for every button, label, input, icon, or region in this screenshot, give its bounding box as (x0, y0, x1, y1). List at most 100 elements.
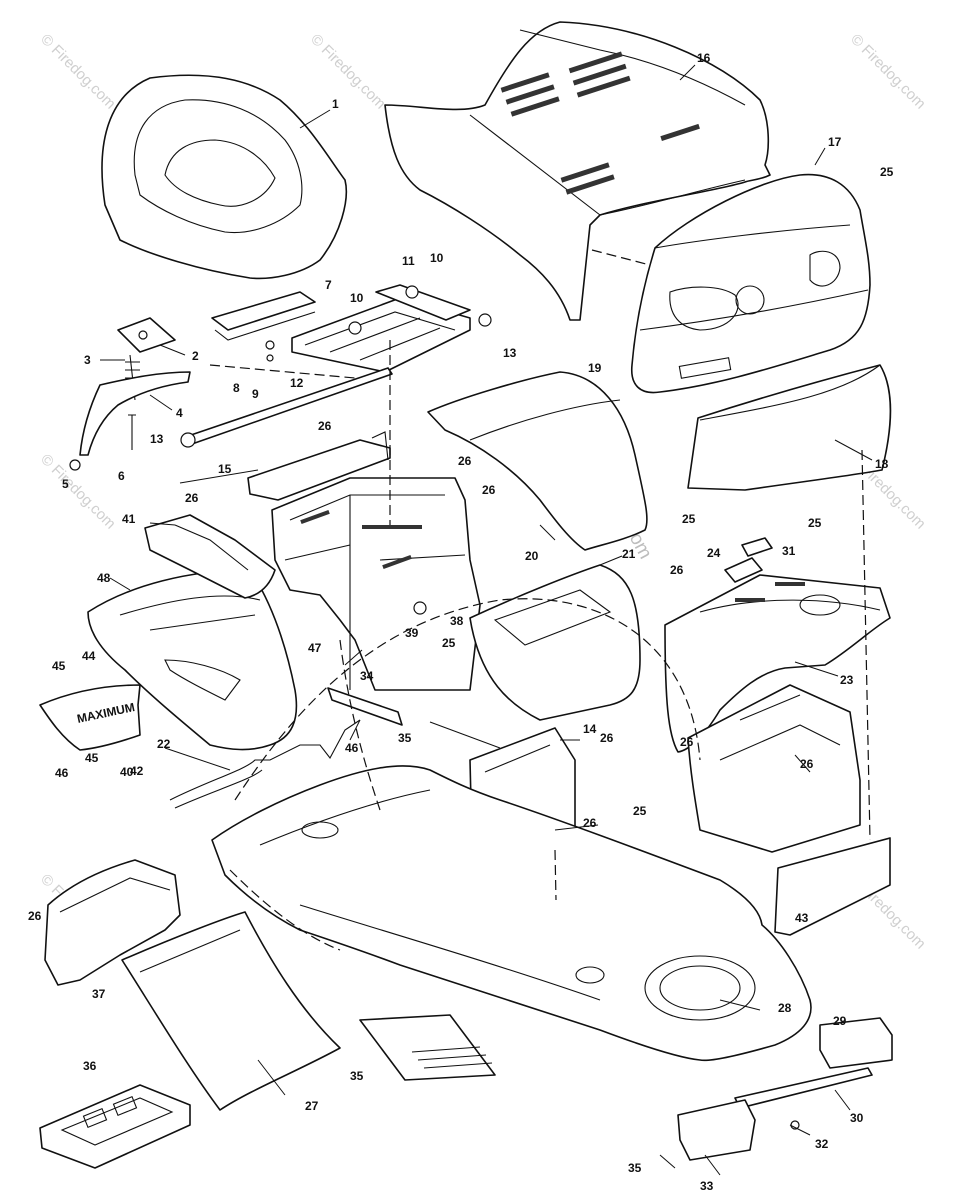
callout-46b: 46 (55, 766, 69, 780)
callout-35c: 35 (628, 1161, 642, 1175)
callout-16: 16 (697, 51, 711, 65)
callout-48: 47 (308, 641, 322, 655)
callout-40: 39 (405, 626, 419, 640)
callout-24: 24 (707, 546, 721, 560)
callout-38: 37 (92, 987, 106, 1001)
callout-26e: 26 (670, 563, 684, 577)
callout-27: 26 (680, 735, 694, 749)
callout-35a: 34 (360, 669, 374, 683)
callout-26f: 26 (600, 731, 614, 745)
part-bracket-47 (327, 687, 403, 726)
callout-25b: 25 (682, 512, 696, 526)
callout-46a: 45 (52, 659, 66, 673)
part-seat-pivot (69, 317, 191, 471)
part-front-grille (631, 173, 871, 394)
callout-4: 4 (176, 406, 183, 420)
callout-14: 14 (583, 722, 597, 736)
callout-11: 11 (402, 254, 415, 268)
watermark-tl: © Firedog.com (37, 31, 119, 113)
callout-9: 9 (252, 387, 259, 401)
callout-7: 7 (325, 278, 332, 292)
part-frame (211, 765, 812, 1062)
callout-25d: 25 (442, 636, 456, 650)
callout-37: 36 (83, 1059, 97, 1073)
part-seat-brackets (211, 284, 492, 373)
callout-13a: 13 (150, 432, 164, 446)
callout-43: 42 (130, 764, 144, 778)
callout-6: 6 (118, 469, 125, 483)
callout-23: 23 (840, 673, 854, 687)
part-shift-plate (144, 514, 276, 599)
leader-lines (100, 64, 873, 1176)
callout-26i: 26 (28, 909, 42, 923)
part-rod (180, 367, 393, 448)
callout-25e: 25 (633, 804, 647, 818)
callout-21: 21 (622, 547, 636, 561)
callout-45a: 44 (82, 649, 96, 663)
callout-17: 17 (828, 135, 842, 149)
callout-32: 31 (782, 544, 796, 558)
callout-26h: 26 (800, 757, 814, 771)
part-fender-cover (427, 371, 648, 551)
callout-3: 3 (84, 353, 91, 367)
part-mat (359, 1014, 496, 1081)
callout-26b: 26 (458, 454, 472, 468)
part-wire-41 (169, 719, 361, 809)
callout-35b: 35 (398, 731, 412, 745)
callout-44: 43 (795, 911, 809, 925)
part-front-panel (687, 364, 892, 491)
reference-lines (209, 249, 871, 951)
part-dash-right (664, 574, 891, 753)
part-rear-panel (687, 684, 861, 853)
part-dash-tray (469, 564, 641, 721)
callout-13b: 13 (503, 346, 517, 360)
callout-29: 28 (778, 1001, 792, 1015)
callout-12: 12 (290, 376, 304, 390)
callout-26a: 26 (318, 419, 332, 433)
part-dash-tower (271, 477, 481, 691)
part-plate-24 (724, 537, 773, 583)
watermark-tr: © Firedog.com (847, 31, 929, 113)
callout-18: 18 (875, 457, 889, 471)
watermark-tc1: © Firedog.com (307, 31, 389, 113)
callout-28: 27 (305, 1099, 319, 1113)
callout-36: 35 (350, 1069, 364, 1083)
part-pedal-tray (39, 1084, 191, 1169)
callout-49: 48 (97, 571, 111, 585)
callout-1: 1 (332, 97, 339, 111)
callout-5: 5 (62, 477, 69, 491)
part-bracket-15 (247, 431, 391, 501)
callout-10b: 10 (430, 251, 444, 265)
callout-34: 33 (700, 1179, 714, 1193)
callout-15: 15 (218, 462, 232, 476)
callout-25a: 25 (880, 165, 894, 179)
callout-25c: 25 (808, 516, 822, 530)
callout-26d: 26 (185, 491, 199, 505)
callout-26g: 26 (583, 816, 597, 830)
callout-10a: 10 (350, 291, 364, 305)
callout-45b: 45 (85, 751, 99, 765)
callout-30: 29 (833, 1014, 847, 1028)
callout-41: 40 (120, 765, 134, 779)
part-rear-fender (87, 569, 298, 751)
callout-8: 8 (233, 381, 240, 395)
callout-33: 32 (815, 1137, 829, 1151)
part-hood (384, 21, 771, 321)
callout-47: 46 (345, 741, 359, 755)
callout-19: 19 (588, 361, 602, 375)
callout-39: 38 (450, 614, 464, 628)
callout-26c: 26 (482, 483, 496, 497)
part-lift-linkage (677, 1017, 893, 1161)
callout-31: 30 (850, 1111, 864, 1125)
callout-2: 2 (192, 349, 199, 363)
callout-20: 20 (525, 549, 539, 563)
part-footrest (121, 911, 341, 1111)
part-bracket-44 (774, 837, 891, 936)
part-seat (101, 74, 348, 280)
part-decal: MAXIMUM (39, 684, 141, 751)
callout-22: 22 (157, 737, 171, 751)
part-side-bracket (44, 859, 181, 986)
callouts: 1 2 3 4 5 6 7 8 9 10 10 11 12 13 13 14 1… (28, 51, 894, 1193)
callout-42: 41 (122, 512, 136, 526)
